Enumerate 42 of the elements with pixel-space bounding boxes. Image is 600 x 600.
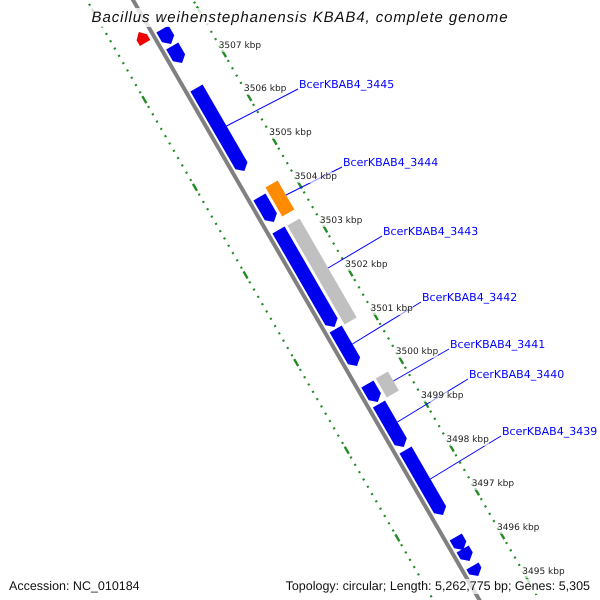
leader-line (430, 436, 502, 480)
tick-label: 3498 kbp (446, 435, 489, 446)
tick-label: 3496 kbp (496, 522, 540, 534)
tick-label: 3501 kbp (370, 304, 413, 315)
leader-line (392, 348, 450, 382)
gene-label: BcerKBAB4_3440 (469, 368, 564, 382)
gene-block (376, 372, 399, 398)
gene-feature (372, 400, 407, 447)
tick-label: 3500 kbp (396, 347, 438, 358)
gene-feature (330, 326, 360, 366)
tick-label: 3506 kbp (244, 84, 286, 96)
gene-label: BcerKBAB4_3441 (450, 338, 546, 352)
tick-label: 3507 kbp (218, 40, 262, 52)
gene-label: BcerKBAB4_3444 (343, 156, 438, 170)
tick-label: 3497 kbp (472, 478, 514, 490)
tick-label: 3499 kbp (421, 391, 464, 402)
tick-label: 3502 kbp (345, 260, 388, 271)
gene-feature (166, 42, 186, 63)
gene-feature (400, 446, 446, 515)
gene-feature (466, 562, 482, 576)
gene-feature (450, 534, 466, 550)
tick-label: 3505 kbp (269, 128, 312, 140)
gene-label: BcerKBAB4_3443 (383, 225, 478, 239)
gene-feature (253, 194, 277, 222)
tick-label: 3504 kbp (294, 172, 337, 184)
gene-feature (361, 380, 381, 402)
leader-line (328, 236, 382, 268)
leader-line (396, 378, 468, 422)
leader-line (226, 88, 298, 126)
gene-feature (456, 546, 473, 561)
footer-text: Topology: circular; Length: 5,262,775 bp; Genes: 5,305 (284, 579, 592, 594)
leader-line (352, 302, 422, 344)
gene-feature (272, 226, 338, 327)
footer-text: Accession: NC_010184 (7, 579, 142, 594)
tick-label: 3503 kbp (320, 216, 362, 227)
gene-label: BcerKBAB4_3442 (422, 291, 518, 305)
gene-label: BcerKBAB4_3439 (502, 425, 598, 439)
gene-label: BcerKBAB4_3445 (299, 78, 394, 92)
gene-block (266, 180, 294, 216)
gene-feature (136, 32, 150, 46)
tick-label: 3495 kbp (522, 566, 565, 578)
leader-line (286, 166, 342, 196)
